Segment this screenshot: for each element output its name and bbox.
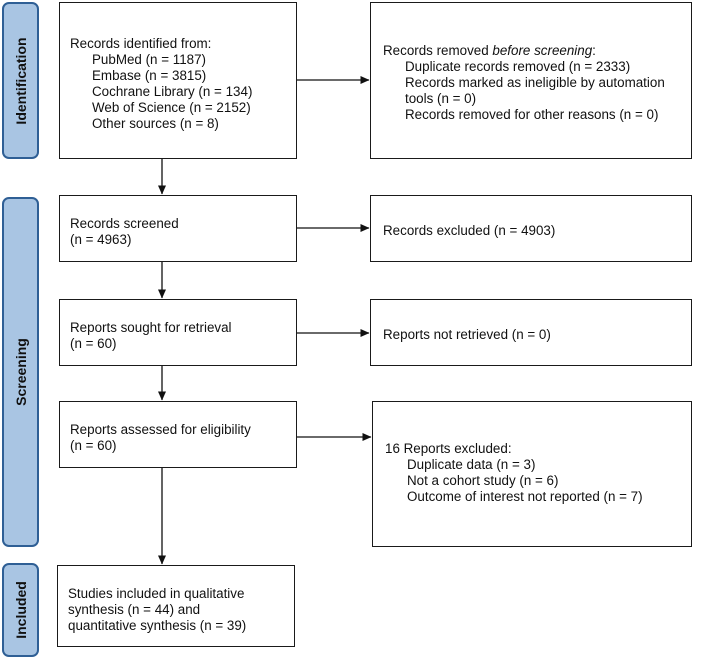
records-removed-box: Records removed before screening: Duplic…: [370, 2, 692, 159]
source-pubmed: PubMed (n = 1187): [92, 52, 207, 67]
source-web-of-science: Web of Science (n = 2152): [92, 100, 251, 115]
phase-included: Included: [2, 563, 39, 657]
reports-sought-count: (n = 60): [70, 336, 117, 351]
reports-sought-box: Reports sought for retrieval (n = 60): [59, 299, 297, 366]
excluded-duplicate-data: Duplicate data (n = 3): [407, 457, 536, 472]
records-screened-count: (n = 4963): [70, 232, 132, 247]
records-identified-box: Records identified from: PubMed (n = 118…: [59, 2, 297, 159]
records-identified-heading: Records identified from:: [70, 36, 212, 51]
reports-assessed-count: (n = 60): [70, 438, 117, 453]
included-line-2: synthesis (n = 44) and: [68, 602, 201, 617]
reports-sought-label: Reports sought for retrieval: [70, 320, 232, 335]
removed-automation-cont: tools (n = 0): [405, 91, 477, 106]
reports-not-retrieved-box: Reports not retrieved (n = 0): [370, 299, 692, 366]
reports-assessed-box: Reports assessed for eligibility (n = 60…: [59, 401, 297, 468]
source-other: Other sources (n = 8): [92, 116, 219, 131]
phase-screening: Screening: [2, 197, 39, 547]
records-removed-heading: Records removed before screening:: [383, 43, 596, 58]
reports-excluded-heading: 16 Reports excluded:: [385, 441, 512, 456]
records-excluded-label: Records excluded (n = 4903): [383, 223, 556, 238]
included-line-3: quantitative synthesis (n = 39): [68, 618, 247, 633]
removed-automation: Records marked as ineligible by automati…: [405, 75, 665, 90]
excluded-not-cohort: Not a cohort study (n = 6): [407, 473, 559, 488]
included-line-1: Studies included in qualitative: [68, 586, 245, 601]
records-screened-box: Records screened (n = 4963): [59, 195, 297, 262]
source-embase: Embase (n = 3815): [92, 68, 207, 83]
removed-duplicates: Duplicate records removed (n = 2333): [405, 59, 631, 74]
reports-assessed-label: Reports assessed for eligibility: [70, 422, 251, 437]
reports-not-retrieved-label: Reports not retrieved (n = 0): [383, 327, 551, 342]
source-cochrane: Cochrane Library (n = 134): [92, 84, 253, 99]
records-excluded-box: Records excluded (n = 4903): [370, 195, 692, 262]
phase-identification: Identification: [2, 2, 39, 159]
excluded-outcome-not-reported: Outcome of interest not reported (n = 7): [407, 489, 643, 504]
studies-included-box: Studies included in qualitative synthesi…: [57, 565, 295, 647]
records-screened-label: Records screened: [70, 216, 179, 231]
removed-other-reasons: Records removed for other reasons (n = 0…: [405, 107, 659, 122]
reports-excluded-box: 16 Reports excluded: Duplicate data (n =…: [372, 401, 692, 547]
